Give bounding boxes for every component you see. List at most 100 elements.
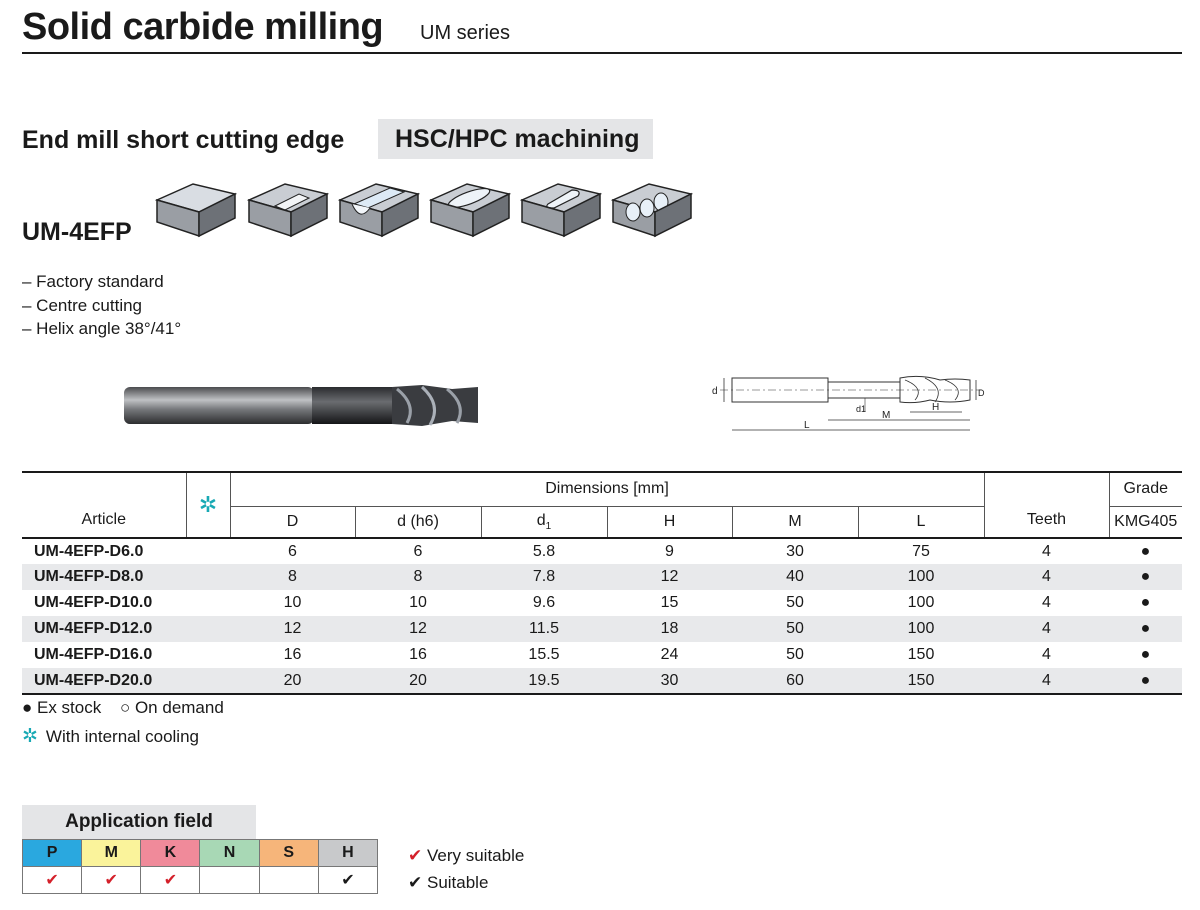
- cell-D: 12: [230, 616, 355, 642]
- label-L: L: [804, 420, 810, 431]
- machining-badge: HSC/HPC machining: [378, 119, 653, 159]
- pocket-milling-icon: [429, 183, 511, 238]
- cell-H: 18: [607, 616, 732, 642]
- cell-teeth: 4: [1042, 542, 1051, 560]
- cell-d: 16: [409, 646, 427, 663]
- page-title: Solid carbide milling: [22, 6, 384, 48]
- plunge-drilling-icon: [611, 183, 693, 238]
- teeth-header: Teeth: [983, 471, 1109, 538]
- cooling-header: ✲: [185, 471, 230, 538]
- cell-d1: 5.8: [532, 542, 556, 560]
- table-row: UM-4EFP-D10.0 10 10 9.6 15 50 100 4 ●: [22, 590, 1182, 616]
- spec-table: Article ✲ Dimensions [mm] Teeth Grade D …: [22, 471, 1182, 695]
- cell-L: 100: [858, 616, 984, 642]
- article-cell: UM-4EFP-D20.0: [22, 668, 186, 695]
- cell-M: 60: [732, 668, 858, 695]
- cell-d1: 15.5: [528, 646, 560, 663]
- article-cell: UM-4EFP-D12.0: [22, 616, 186, 642]
- model-name: UM-4EFP: [22, 218, 132, 246]
- cell-L: 100: [858, 564, 984, 590]
- table-row: UM-4EFP-D16.0 16 16 15.5 24 50 150 4 ●: [22, 642, 1182, 668]
- cell-M: 50: [732, 616, 858, 642]
- application-field-title: Application field: [22, 805, 256, 839]
- workpiece-icons: [155, 178, 700, 243]
- red-check-icon: ✔: [408, 846, 423, 865]
- col-H: H: [606, 506, 732, 538]
- internal-cooling-icon: ✲: [198, 492, 218, 517]
- cell-d1: 7.8: [481, 564, 607, 590]
- cell-M: 30: [786, 542, 804, 560]
- article-cell: UM-4EFP-D10.0: [34, 594, 153, 611]
- cell-L: 100: [907, 594, 935, 611]
- ex-stock-legend: ● Ex stock: [22, 698, 102, 717]
- suitability-s: [258, 866, 319, 894]
- cell-d: 10: [409, 594, 427, 611]
- cell-d1: 11.5: [481, 616, 607, 642]
- ramping-icon: [520, 183, 602, 238]
- label-M: M: [882, 410, 890, 421]
- cell-D: 10: [283, 594, 302, 611]
- article-header: Article: [22, 471, 186, 538]
- on-demand-legend: ○ On demand: [119, 698, 224, 717]
- label-H: H: [932, 402, 939, 413]
- dimensions-header: Dimensions [mm]: [229, 471, 984, 507]
- slot-milling-icon: [338, 183, 420, 238]
- suitability-n: [199, 866, 260, 894]
- suitability-m: ✔: [81, 866, 142, 894]
- shoulder-milling-icon: [247, 183, 329, 238]
- face-milling-icon: [155, 183, 237, 238]
- product-subtitle: End mill short cutting edge: [22, 126, 345, 154]
- cell-d: 20: [355, 668, 481, 695]
- col-L: L: [857, 506, 984, 538]
- table-row: UM-4EFP-D12.0 12 12 11.5 18 50 100 4 ●: [22, 616, 1182, 642]
- suitability-k: ✔: [140, 866, 201, 894]
- cell-teeth: 4: [1042, 646, 1051, 663]
- col-grade-name: KMG405: [1108, 506, 1182, 538]
- suitability-p: ✔: [21, 866, 83, 894]
- suitability-h: ✔: [317, 866, 379, 894]
- material-n: N: [199, 839, 260, 867]
- material-p: P: [21, 839, 83, 867]
- material-s: S: [258, 839, 319, 867]
- article-cell: UM-4EFP-D8.0: [22, 564, 186, 590]
- material-m: M: [81, 839, 142, 867]
- cell-d: 6: [413, 542, 423, 560]
- cell-L: 75: [912, 542, 930, 560]
- material-h: H: [317, 839, 379, 867]
- cell-d: 8: [355, 564, 481, 590]
- feature-item: – Centre cutting: [22, 295, 143, 315]
- label-D: D: [978, 388, 985, 398]
- col-M: M: [731, 506, 858, 538]
- table-row: UM-4EFP-D6.0 6 6 5.8 9 30 75 4 ●: [22, 538, 1182, 564]
- suitability-legend: ✔ Very suitable ✔ Suitable: [408, 842, 524, 896]
- cell-grade: ●: [1109, 564, 1182, 590]
- cell-D: 6: [288, 542, 297, 560]
- col-d-h6: d (h6): [354, 506, 481, 538]
- black-check-icon: ✔: [408, 873, 423, 892]
- suitable-legend: ✔ Suitable: [408, 873, 489, 892]
- cell-L: 150: [858, 668, 984, 695]
- cell-M: 40: [732, 564, 858, 590]
- end-mill-photo: [124, 385, 478, 426]
- suitability-row: ✔✔✔✔: [21, 866, 379, 894]
- cell-M: 50: [786, 646, 804, 663]
- cell-L: 150: [907, 646, 935, 663]
- cooling-legend-text: With internal cooling: [45, 727, 199, 746]
- page-header: Solid carbide milling UM series: [22, 4, 1182, 54]
- cell-D: 16: [283, 646, 302, 663]
- feature-item: – Factory standard: [22, 272, 164, 291]
- series-label: UM series: [420, 22, 511, 44]
- feature-item: – Helix angle 38°/41°: [22, 319, 182, 338]
- label-d: d: [712, 386, 718, 397]
- cell-grade: ●: [1140, 594, 1151, 611]
- cell-teeth: 4: [984, 616, 1109, 642]
- internal-cooling-icon: ✲: [22, 726, 38, 747]
- material-k: K: [140, 839, 201, 867]
- cell-H: 24: [660, 646, 679, 663]
- cell-d1: 9.6: [532, 594, 556, 611]
- col-D: D: [229, 506, 355, 538]
- cell-d: 12: [355, 616, 481, 642]
- cell-teeth: 4: [984, 668, 1109, 695]
